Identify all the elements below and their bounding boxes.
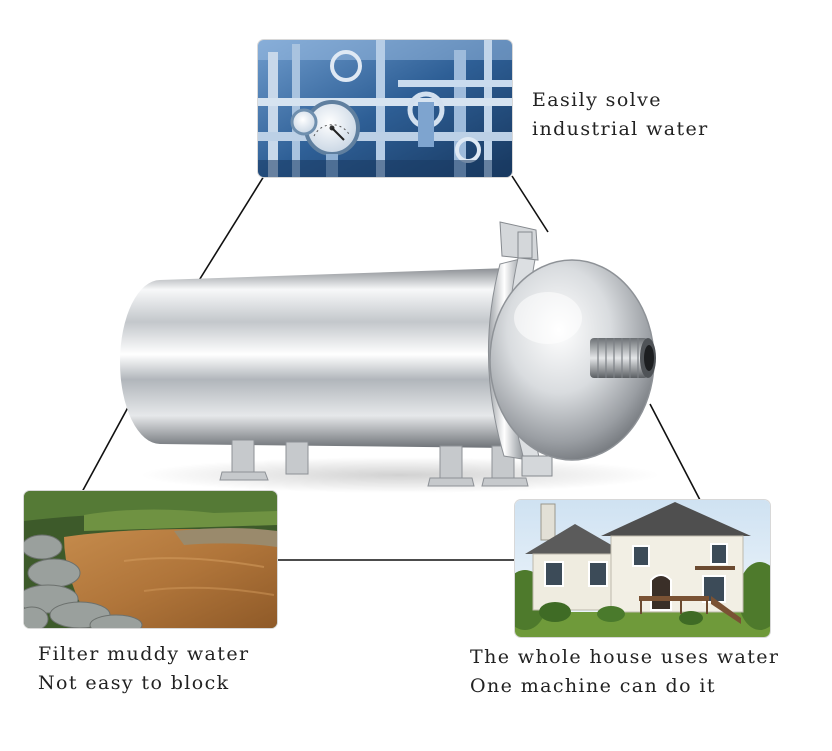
line-top-right xyxy=(511,175,549,233)
muddy-caption: Filter muddy water Not easy to block xyxy=(38,640,249,698)
line-left xyxy=(81,399,133,493)
line-top-left xyxy=(197,175,265,283)
house-caption-line2: One machine can do it xyxy=(470,675,716,697)
industrial-caption: Easily solve industrial water xyxy=(532,86,709,144)
muddy-river-image xyxy=(24,491,277,628)
industrial-caption-line1: Easily solve xyxy=(532,89,662,111)
industrial-caption-line2: industrial water xyxy=(532,118,709,140)
house-caption-line1: The whole house uses water xyxy=(470,646,780,668)
house-caption: The whole house uses water One machine c… xyxy=(470,643,779,701)
muddy-caption-line1: Filter muddy water xyxy=(38,643,250,665)
industrial-pipes-image xyxy=(258,40,512,177)
line-right xyxy=(649,403,701,501)
stainless-steel-filter-image xyxy=(120,221,660,493)
muddy-caption-line2: Not easy to block xyxy=(38,672,230,694)
house-image xyxy=(515,500,770,637)
